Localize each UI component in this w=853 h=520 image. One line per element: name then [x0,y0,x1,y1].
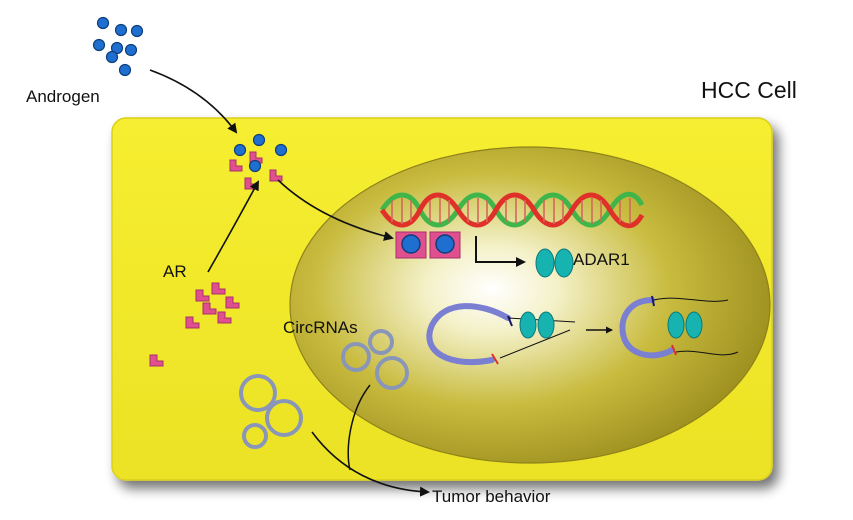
androgen-label: Androgen [26,87,100,106]
tumor-behavior-arrow [311,431,430,497]
androgen-receptor-icon [149,282,240,367]
tumor-behavior-label: Tumor behavior [432,487,551,506]
transcription-arrow [475,236,526,267]
adar1-label: ADAR1 [573,250,630,269]
circrna-export-line [347,384,371,471]
adar1-protein-icon [535,248,574,278]
androgen-molecule-icon [92,16,144,77]
ar-binding-arrow [207,180,259,273]
rna-loop-left-icon [426,303,576,366]
ar-label: AR [163,262,187,281]
complex-to-nucleus-arrow [277,179,394,241]
nucleus [289,146,771,464]
dna-helix-icon [379,191,645,229]
androgen-ar-complex-icon [229,133,288,190]
dna-bound-receptor-icon [395,231,461,259]
cytoplasm-circrna-ring-icon [239,374,303,449]
hcc-cell-label: HCC Cell [701,77,797,103]
androgen-entry-arrow [149,69,238,134]
circrnas-label: CircRNAs [283,318,358,337]
rna-loop-right-icon [619,295,739,359]
circrna-ring-icon [341,329,409,390]
